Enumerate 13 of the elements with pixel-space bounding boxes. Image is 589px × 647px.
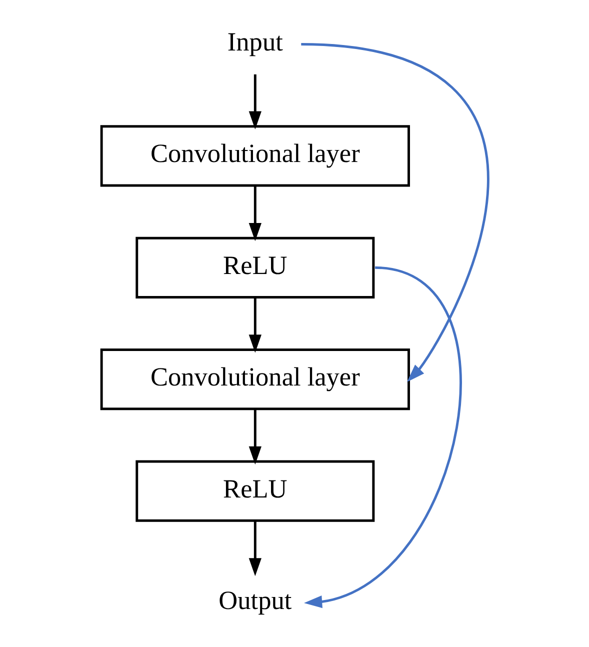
arrow [248,74,261,130]
arrow [304,266,462,608]
node-box: ReLU [135,460,374,522]
node-text: Input [226,27,282,56]
arrow [248,409,261,464]
arrow [248,521,261,576]
node-text: Output [218,586,292,615]
arrow [248,186,261,242]
node-box: Convolutional layer [100,348,410,410]
arrow [248,298,261,353]
node-box: Convolutional layer [100,125,410,187]
node-box: ReLU [135,236,374,298]
arrow [300,43,489,382]
